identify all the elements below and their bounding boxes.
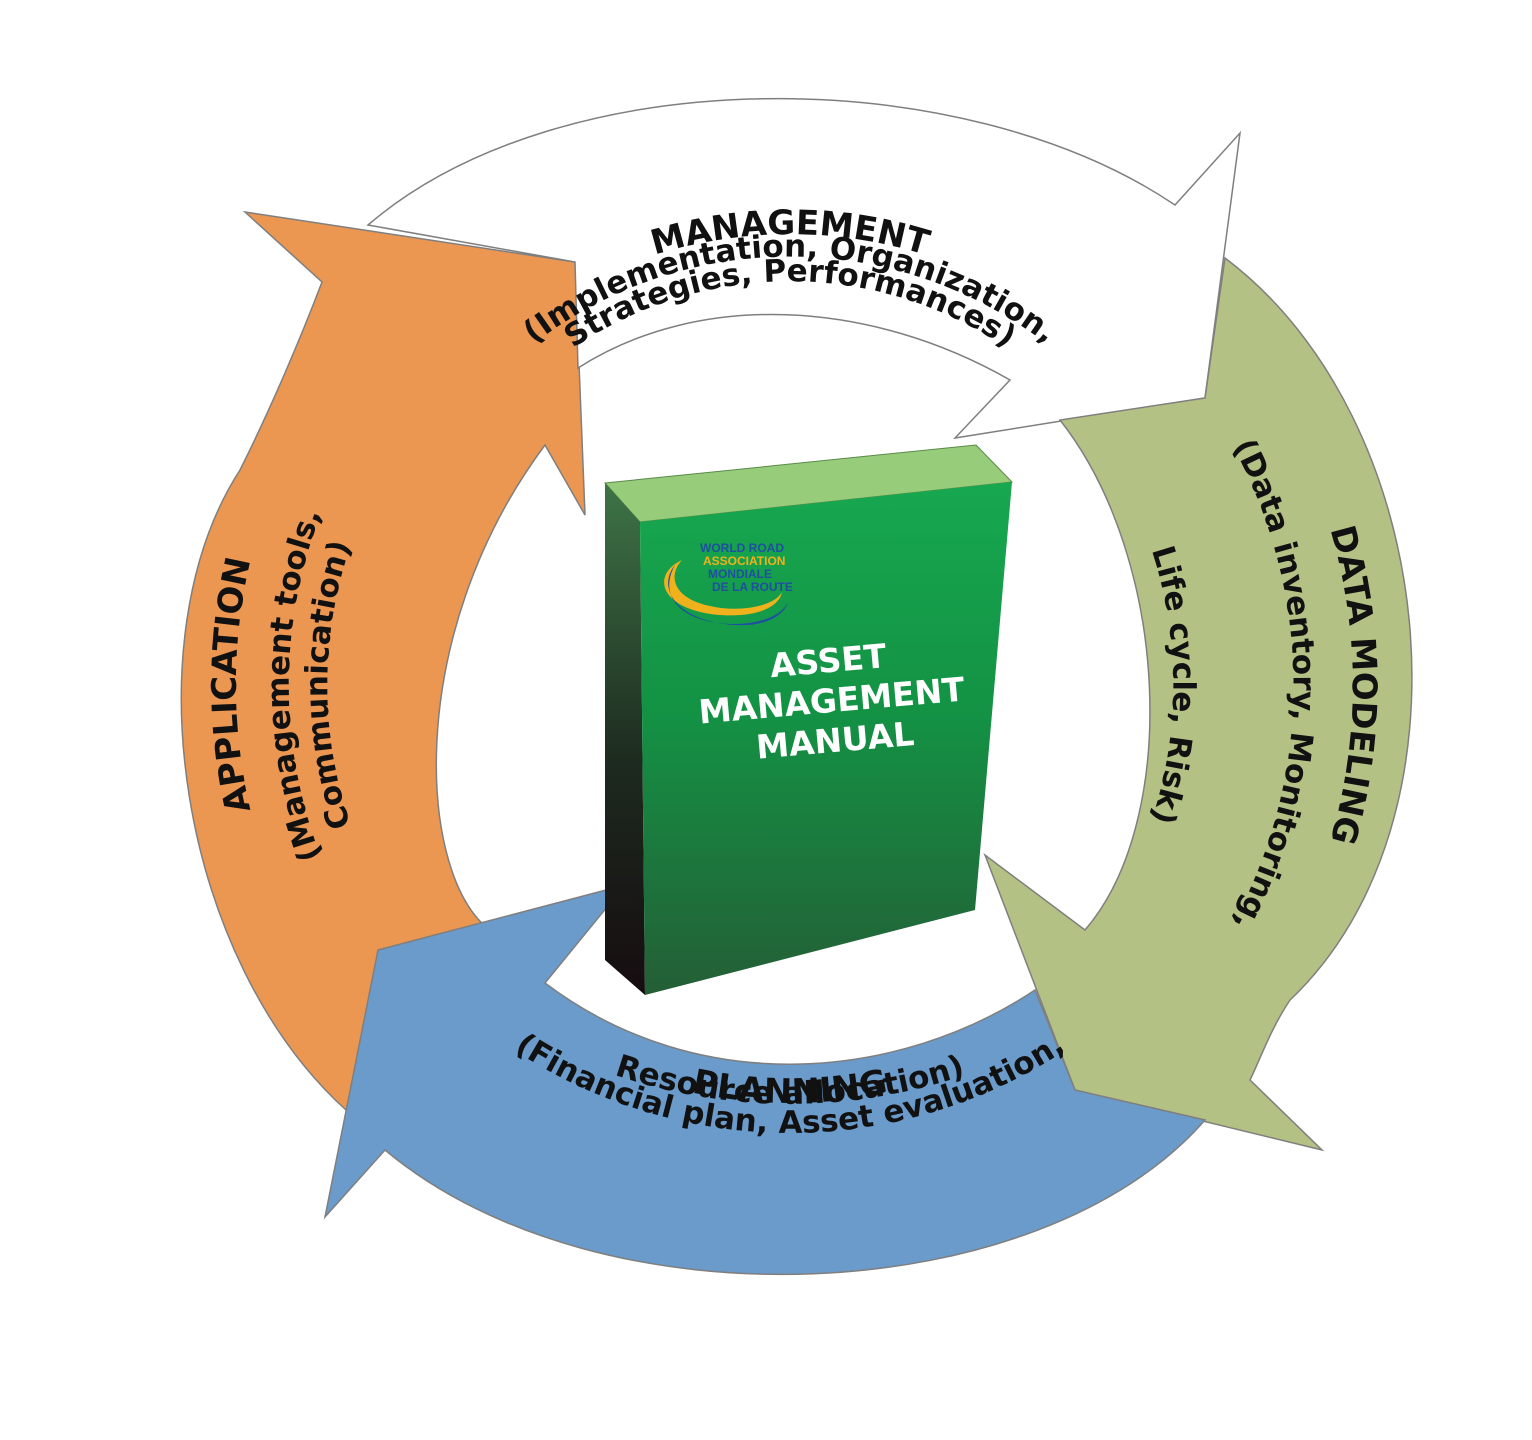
data-modeling-arrow (983, 256, 1413, 1152)
logo-swoosh-yellow (664, 560, 782, 616)
planning-arrow (323, 883, 1207, 1276)
logo-line-3: MONDIALE (708, 567, 772, 581)
world-road-association-logo: WORLD ROAD ASSOCIATION MONDIALE DE LA RO… (664, 541, 793, 626)
logo-line-1: WORLD ROAD (700, 541, 784, 555)
logo-line-2: ASSOCIATION (703, 554, 785, 568)
asset-management-manual-book: WORLD ROAD ASSOCIATION MONDIALE DE LA RO… (603, 444, 1014, 995)
book-spine (605, 483, 645, 995)
management-arrow (366, 97, 1242, 440)
logo-line-4: DE LA ROUTE (712, 580, 793, 594)
application-arrow (180, 210, 586, 1112)
